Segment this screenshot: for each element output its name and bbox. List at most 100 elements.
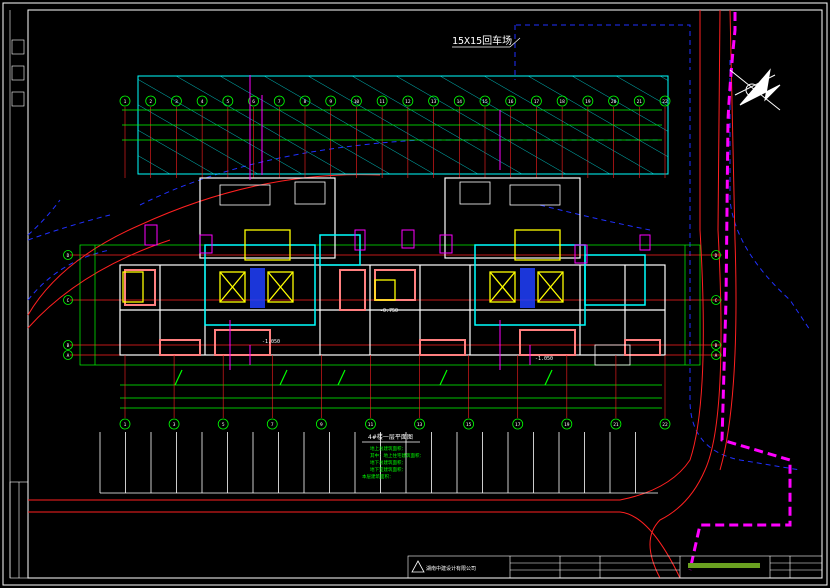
grid-label-top: 2 xyxy=(149,99,152,105)
grid-bubble-top: 20 xyxy=(608,95,619,178)
grid-bubble-bottom: 5 xyxy=(217,355,229,430)
building-plan xyxy=(70,75,722,409)
property-boundary xyxy=(688,12,792,571)
north-arrow-icon xyxy=(729,68,781,111)
grid-bubble-side: B xyxy=(63,340,73,350)
grid-label-side: C xyxy=(67,298,70,304)
grid-bubble-top: 15 xyxy=(479,95,491,178)
area-line-4: 地下室建筑面积： xyxy=(370,466,406,473)
grid-bubble-bottom: 22 xyxy=(659,355,671,430)
grid-bubble-top: 13 xyxy=(428,95,439,178)
grid-bubble-top: 12 xyxy=(402,95,414,178)
grid-bubble-top: 6 xyxy=(248,95,259,178)
grid-label-top: 15 xyxy=(482,99,488,105)
grid-label-top: 18 xyxy=(559,99,565,105)
level-label-2: -0.750 xyxy=(380,308,398,314)
area-table-title: 4#楼一层平面图 xyxy=(368,433,413,441)
grid-label-side: A xyxy=(67,353,70,359)
grid-label-top: 11 xyxy=(379,99,385,105)
title-block xyxy=(407,555,823,579)
grid-bubble-top: 18 xyxy=(556,95,568,178)
grid-label-bottom: 7 xyxy=(271,422,274,428)
grid-bubble-top: 4 xyxy=(196,95,208,178)
grid-label-side: B xyxy=(715,343,718,349)
grid-bubble-side: C xyxy=(711,295,721,305)
grid-label-side: A xyxy=(715,353,718,359)
grid-bubble-bottom: 7 xyxy=(266,355,278,430)
grid-right: D C BA xyxy=(711,250,721,360)
grid-bubble-side: D xyxy=(63,250,73,260)
grid-bubble-side: D xyxy=(711,250,721,260)
grid-bubble-side: C xyxy=(63,295,73,305)
grid-bubble-top: 11 xyxy=(376,95,388,178)
level-label-3: -1.050 xyxy=(535,356,553,362)
grid-bubble-top: 5 xyxy=(222,95,234,178)
area-line-1: 地上总建筑面积： xyxy=(370,445,406,452)
area-line-5: 本层建筑面积： xyxy=(362,473,394,480)
grid-label-top: 13 xyxy=(431,99,437,105)
grid-label-top: 3 xyxy=(175,99,178,105)
grid-bubble-bottom: 17 xyxy=(512,355,524,430)
grid-label-top: 12 xyxy=(405,99,411,105)
grid-label-bottom: 1 xyxy=(124,422,127,428)
grid-bubble-top: 7 xyxy=(273,95,285,178)
grid-label-bottom: 15 xyxy=(466,422,472,428)
grid-bubble-top: 2 xyxy=(145,95,157,178)
grid-bubble-bottom: 11 xyxy=(365,355,376,430)
company-name: 湖南中建设计有限公司 xyxy=(426,565,476,572)
grid-bubble-top: 9 xyxy=(325,95,337,178)
grid-label-bottom: 22 xyxy=(662,422,668,428)
grid-bubble-top: 21 xyxy=(633,95,645,178)
grid-bubble-bottom: 13 xyxy=(414,355,425,430)
grid-label-top: 20 xyxy=(611,99,617,105)
grid-label-bottom: 19 xyxy=(564,422,570,428)
grid-bubble-bottom: 15 xyxy=(463,355,475,430)
grid-label-top: 4 xyxy=(201,99,204,105)
grid-bubble-top: 14 xyxy=(453,95,465,178)
grid-left: D C BA xyxy=(63,250,73,360)
road-lines-red xyxy=(27,9,737,579)
grid-label-bottom: 17 xyxy=(515,422,521,428)
grid-bubble-bottom: 9 xyxy=(315,355,327,430)
grid-label-top: 10 xyxy=(354,99,360,105)
grid-bubble-side: A xyxy=(711,350,721,360)
binding-strip xyxy=(9,10,29,579)
grid-label-top: 9 xyxy=(329,99,332,105)
grid-label-top: 6 xyxy=(252,99,255,105)
area-table: 4#楼一层平面图 地上总建筑面积： 其中：地上住宅建筑面积： 地下总建筑面积： … xyxy=(362,433,424,480)
grid-label-top: 22 xyxy=(662,99,668,105)
grid-bubble-side: A xyxy=(63,350,73,360)
grid-label-top: 7 xyxy=(278,99,281,105)
grid-label-top: 5 xyxy=(226,99,229,105)
grid-label-bottom: 5 xyxy=(222,422,225,428)
grid-label-bottom: 13 xyxy=(417,422,423,428)
grid-bubble-top: 1 xyxy=(119,95,131,178)
grid-bubble-side: B xyxy=(711,340,721,350)
turnaround-label: 15X15回车场 xyxy=(452,34,512,47)
grid-bubble-top: 10 xyxy=(351,95,362,178)
title-block-green-bar xyxy=(688,563,760,568)
grid-label-side: C xyxy=(715,298,718,304)
grid-bubble-top: 8 xyxy=(299,95,311,178)
grid-label-top: 16 xyxy=(508,99,514,105)
grid-label-side: B xyxy=(67,343,70,349)
grid-bubble-bottom: 1 xyxy=(119,355,131,430)
grid-bubble-top: 16 xyxy=(505,95,517,178)
grid-bubble-bottom: 21 xyxy=(610,355,622,430)
grid-label-side: D xyxy=(67,253,70,259)
grid-bubble-top: 3 xyxy=(171,95,182,178)
grid-bubble-top: 17 xyxy=(531,95,542,178)
level-label-1: -1.050 xyxy=(262,339,280,345)
dimension-top xyxy=(122,109,662,141)
grid-label-side: D xyxy=(715,253,718,259)
grid-bubble-top: 22 xyxy=(659,95,671,178)
grid-label-bottom: 11 xyxy=(368,422,374,428)
grid-label-bottom: 21 xyxy=(613,422,619,428)
grid-label-top: 19 xyxy=(585,99,591,105)
company-logo-icon xyxy=(411,560,425,573)
area-line-3: 地下总建筑面积： xyxy=(370,459,406,466)
